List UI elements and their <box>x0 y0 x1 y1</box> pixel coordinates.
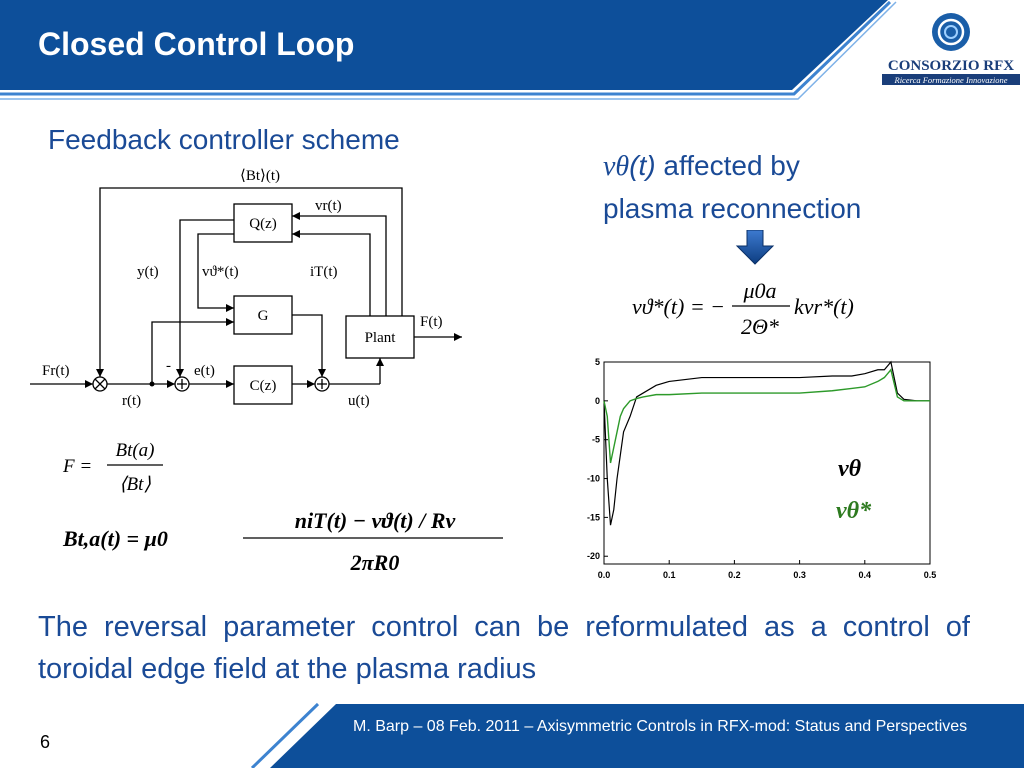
header-band <box>0 0 897 100</box>
vstar-formula: vϑ*(t) = − μ0a 2Θ* kvr*(t) <box>632 278 854 339</box>
y-tick-label: 0 <box>595 396 600 406</box>
vtheta-caption: vθ(t) affected by plasma reconnection <box>603 145 861 230</box>
legend-vtheta: vθ <box>838 456 862 482</box>
x-tick-label: 0.1 <box>663 570 676 580</box>
block-c-label: C(z) <box>250 378 277 394</box>
slide-title: Closed Control Loop <box>38 26 355 62</box>
caption-symbol: vθ <box>603 151 630 182</box>
x-tick-label: 0.4 <box>859 570 872 580</box>
bt-formula: Bt,a(t) = μ0 niT(t) − vϑ(t) / Rv 2πR0 <box>62 508 503 575</box>
block-plant-label: Plant <box>365 330 397 346</box>
section-subtitle: Feedback controller scheme <box>48 124 400 155</box>
page-number: 6 <box>40 732 51 752</box>
bottom-text: The reversal parameter control can be re… <box>38 611 970 685</box>
plot-frame <box>603 361 931 565</box>
label-fr: Fr(t) <box>42 363 70 379</box>
block-q-label: Q(z) <box>249 216 276 232</box>
x-tick-label: 0.3 <box>793 570 806 580</box>
b-num: niT(t) − vϑ(t) / Rv <box>295 508 456 533</box>
y-tick-label: -20 <box>587 551 600 561</box>
vstar-num: μ0a <box>742 278 776 303</box>
block-c <box>233 365 293 405</box>
b-den: 2πR0 <box>350 550 400 575</box>
label-f: F(t) <box>420 314 443 330</box>
x-tick-label: 0.2 <box>728 570 741 580</box>
series-line-vtheta-star <box>603 368 930 464</box>
feedback-block-diagram: ⟨Bt⟩(t) vr(t) y(t) vϑ*(t) iT(t) F(t) Fr(… <box>30 168 462 409</box>
y-tick-label: -15 <box>587 512 600 522</box>
b-lhs: Bt,a(t) = μ0 <box>62 526 168 551</box>
logo-name: CONSORZIO RFX <box>888 58 1014 74</box>
logo-tagline: Ricerca Formazione Innovazione <box>894 75 1008 85</box>
series-line-vtheta <box>603 360 930 526</box>
label-vtheta: vϑ*(t) <box>202 264 239 280</box>
label-vr: vr(t) <box>315 198 342 214</box>
f-formula: F = Bt(a) ⟨Bt⟩ <box>62 440 163 495</box>
x-tick-label: 0.0 <box>598 570 611 580</box>
y-tick-label: -10 <box>587 474 600 484</box>
caption-rest-1: affected by <box>655 150 800 181</box>
y-tick-label: -5 <box>592 435 600 445</box>
block-g-label: G <box>258 308 269 324</box>
x-tick-label: 0.5 <box>924 570 937 580</box>
f-num: Bt(a) <box>115 440 154 461</box>
consorzio-rfx-logo: CONSORZIO RFX Ricerca Formazione Innovaz… <box>878 10 1024 86</box>
vtheta-plot: 0.0 0.1 0.2 0.3 0.4 0.5 5 0 -5 -10 -15 -20 <box>587 358 937 580</box>
label-bt: ⟨Bt⟩(t) <box>240 168 280 184</box>
label-u: u(t) <box>348 393 370 409</box>
f-lhs: F = <box>62 456 92 477</box>
down-arrow-icon <box>735 230 775 265</box>
label-minus: - <box>166 358 171 374</box>
label-it: iT(t) <box>310 264 338 280</box>
vstar-rhs: kvr*(t) <box>794 294 854 319</box>
label-y: y(t) <box>137 264 159 280</box>
caption-rest-2: plasma reconnection <box>603 193 862 224</box>
label-r: r(t) <box>122 393 141 409</box>
vstar-den: 2Θ* <box>741 314 779 339</box>
footer-band <box>250 702 1024 768</box>
footer-text: M. Barp – 08 Feb. 2011 – Axisymmetric Co… <box>353 718 968 735</box>
f-den: ⟨Bt⟩ <box>119 474 151 495</box>
block-q <box>233 203 293 243</box>
vstar-lhs: vϑ*(t) = − <box>632 294 725 319</box>
label-e: e(t) <box>194 363 215 379</box>
y-tick-label: 5 <box>595 358 600 367</box>
caption-t: (t) <box>629 150 656 181</box>
legend-vtheta-star: vθ* <box>836 498 872 524</box>
